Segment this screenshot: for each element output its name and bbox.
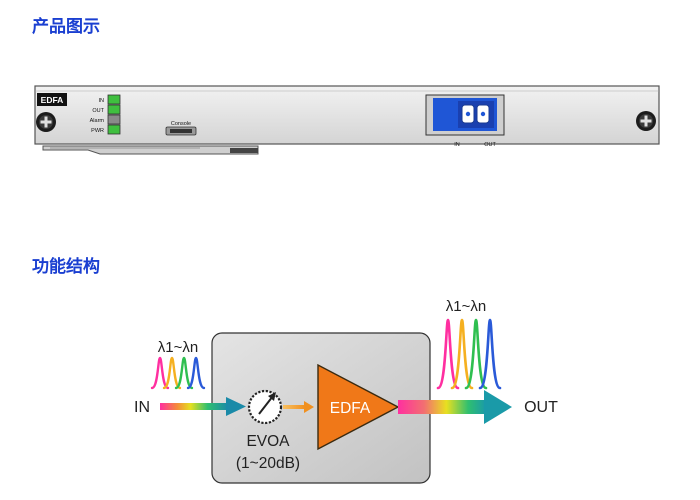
console-port[interactable]: [165, 126, 197, 136]
section-title-function-structure: 功能结构: [32, 257, 100, 277]
function-diagram: λ1~λn IN EVOA (1~20dB) ED: [134, 298, 558, 484]
diagram-input-label: IN: [134, 399, 150, 416]
led-alarm-indicator: [107, 114, 121, 125]
right-screw-icon[interactable]: [636, 111, 656, 131]
input-signal-arrow: [160, 397, 246, 416]
left-screw-icon[interactable]: [36, 112, 56, 132]
led-label-pwr: PWR: [91, 128, 104, 134]
led-label-out: OUT: [92, 108, 104, 114]
diagram-output-label: OUT: [524, 399, 558, 416]
card-name-label: EDFA: [41, 95, 64, 105]
led-out-indicator: [107, 104, 121, 115]
output-wavelength-label: λ1~λn: [446, 298, 486, 315]
led-label-in: IN: [99, 98, 105, 104]
evoa-range-label: (1~20dB): [236, 455, 300, 472]
led-in-indicator: [107, 94, 121, 105]
evoa-dial-icon: [247, 389, 283, 425]
console-port-label: Console: [171, 121, 191, 127]
led-pwr-indicator: [107, 124, 121, 135]
section-title-product-image: 产品图示: [32, 17, 100, 37]
edfa-amplifier-symbol: [317, 363, 400, 451]
input-spectrum-icon: [150, 356, 206, 390]
edfa-card: EDFA IN OUT Alarm PWR Console IN OUT: [34, 85, 660, 155]
optical-port-out-label: OUT: [484, 142, 496, 148]
inner-signal-arrow: [283, 401, 314, 413]
output-spectrum-icon: [436, 318, 502, 390]
optical-port-block[interactable]: [425, 94, 505, 136]
output-signal-arrow: [398, 390, 512, 424]
card-name-plate: [37, 93, 67, 106]
led-label-alarm: Alarm: [90, 118, 105, 124]
input-wavelength-label: λ1~λn: [158, 339, 198, 356]
edfa-amplifier-label: EDFA: [330, 400, 371, 417]
optical-port-in-label: IN: [454, 142, 460, 148]
evoa-label: EVOA: [246, 433, 290, 450]
